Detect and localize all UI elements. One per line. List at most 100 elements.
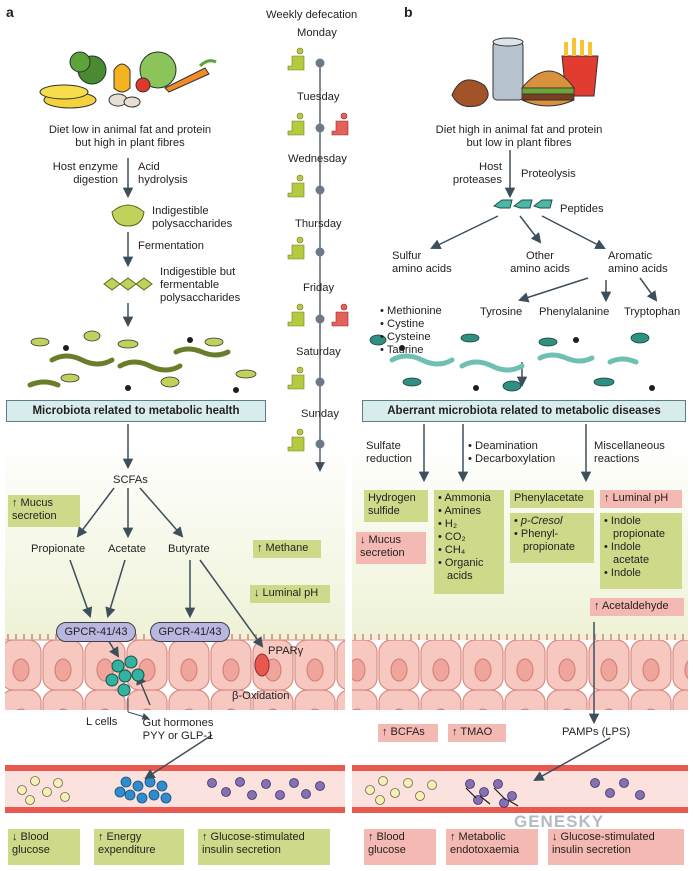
right-out2-line1: ↑ Metabolic <box>450 831 506 843</box>
phenylacetate-box: Phenylacetate <box>510 490 594 508</box>
organic-item: Organic <box>444 557 484 569</box>
deamination-label: • Deamination • Decarboxylation <box>468 440 556 465</box>
day-sunday: Sunday <box>301 408 339 420</box>
other-line1: Other <box>526 250 554 262</box>
cystine-item: Cystine <box>387 318 425 330</box>
arrows-right <box>418 150 658 782</box>
ammonia-item: Ammonia <box>444 492 491 504</box>
genesky-watermark-logo: GENESKY <box>514 812 605 831</box>
indole-item-1: Indole <box>610 515 641 527</box>
left-outcome-energy: ↑ Energy expenditure <box>94 829 184 865</box>
deamination-products-box: • Ammonia • Amines • H₂ • CO₂ • CH₄ • Or… <box>434 490 504 594</box>
decarboxylation-line: Decarboxylation <box>475 453 556 465</box>
panel-label-b: b <box>404 4 413 20</box>
banner-metabolic-health: Microbiota related to metabolic health <box>6 400 266 422</box>
microbiota-left <box>27 330 257 393</box>
proteolysis-label: Proteolysis <box>521 168 576 180</box>
fermentable-line1: Indigestible but <box>160 266 236 278</box>
left-out3-line1: ↑ Glucose-stimulated <box>202 831 305 843</box>
misc-line2: reactions <box>594 453 640 465</box>
left-outcome-blood-glucose: ↓ Blood glucose <box>8 829 80 865</box>
indole-box: • Indole propionate • Indole acetate • I… <box>600 513 682 589</box>
cresol-box: • p-Cresol • Phenyl- propionate <box>510 513 594 563</box>
cresol-item: p-Cresol <box>520 515 563 527</box>
aromatic-label: Aromatic amino acids <box>608 250 668 276</box>
sulfate-line1: Sulfate <box>366 440 401 452</box>
left-mucus-line2: secretion <box>12 510 57 522</box>
right-diet-line2: but low in plant fibres <box>466 137 572 149</box>
day-saturday: Saturday <box>296 346 341 358</box>
misc-line1: Miscellaneous <box>594 440 665 452</box>
propionate-label: Propionate <box>31 543 86 555</box>
peptide-shapes <box>492 199 553 209</box>
aromatic-line1: Aromatic <box>608 250 653 262</box>
day-tuesday: Tuesday <box>297 91 340 103</box>
indigestible-label: Indigestible polysaccharides <box>152 205 232 231</box>
day-thursday: Thursday <box>295 218 342 230</box>
left-outcome-insulin: ↑ Glucose-stimulated insulin secretion <box>198 829 330 865</box>
polysaccharide-shape <box>111 204 145 227</box>
right-outcome-insulin: ↓ Glucose-stimulated insulin secretion <box>548 829 684 865</box>
day-monday: Monday <box>297 27 337 39</box>
weekly-timeline <box>287 47 349 472</box>
left-luminal-ph-box: ↓ Luminal pH <box>250 585 330 603</box>
right-luminal-ph-box: ↑ Luminal pH <box>600 490 682 508</box>
gut-hormones-label: Gut hormones PYY or GLP-1 <box>128 717 228 743</box>
left-out1-line1: ↓ Blood <box>12 831 49 843</box>
right-diet-line1: Diet high in animal fat and protein <box>435 124 603 136</box>
left-diet: Diet low in animal fat and protein but h… <box>40 124 220 150</box>
butyrate-label: Butyrate <box>168 543 210 555</box>
indigestible-line1: Indigestible <box>152 205 209 217</box>
arrows-left <box>69 158 264 780</box>
acid-hydrolysis-label: Acid hydrolysis <box>138 161 188 187</box>
microbiota-right <box>369 332 655 392</box>
right-out3-line2: insulin secretion <box>552 844 631 856</box>
host-enzyme-label: Host enzyme digestion <box>52 161 118 187</box>
deamination-line: Deamination <box>475 440 538 452</box>
amines-item: Amines <box>444 505 481 517</box>
tyrosine-label: Tyrosine <box>480 306 523 318</box>
gpcr-pill-2: GPCR-41/43 <box>150 622 230 642</box>
glucose-particles-left <box>17 776 70 805</box>
aromatic-line2: amino acids <box>608 263 668 275</box>
h2s-box: Hydrogen sulfide <box>364 490 428 522</box>
right-out1-line1: ↑ Blood <box>368 831 405 843</box>
left-out2-line2: expenditure <box>98 844 156 856</box>
taurine-item: Taurine <box>386 344 424 356</box>
right-mucus-line1: ↓ Mucus <box>360 534 401 546</box>
fermentable-label: Indigestible but fermentable polysacchar… <box>160 266 240 305</box>
left-diet-line1: Diet low in animal fat and protein <box>48 124 212 136</box>
sulfate-line2: reduction <box>366 453 413 465</box>
lps-particles-right <box>465 779 519 808</box>
peptides-label: Peptides <box>560 203 604 215</box>
scfas-label: SCFAs <box>113 474 148 486</box>
ppar-receptor <box>254 653 270 677</box>
indole-item-3: Indole <box>610 567 641 579</box>
left-mucus-line1: ↑ Mucus <box>12 497 53 509</box>
right-diet: Diet high in animal fat and protein but … <box>424 124 614 150</box>
fermentation-label: Fermentation <box>138 240 204 252</box>
fermentable-line2: fermentable <box>160 279 220 291</box>
acid-hydrolysis-line1: Acid <box>138 161 160 173</box>
indole-item-2: Indole <box>610 541 641 553</box>
host-enzyme-line2: digestion <box>73 174 118 186</box>
vessel-left <box>5 765 345 813</box>
phenyl-item: Phenyl- <box>520 528 559 540</box>
right-mucus-line2: secretion <box>360 547 405 559</box>
misc-label: Miscellaneous reactions <box>594 440 665 466</box>
right-outcome-blood-glucose: ↑ Blood glucose <box>364 829 436 865</box>
tmao-box: ↑ TMAO <box>448 724 506 742</box>
acids-item: acids <box>447 570 473 582</box>
h2-item: H₂ <box>444 518 458 530</box>
lcells-arrow <box>127 698 148 718</box>
indole-item-2b: acetate <box>613 554 650 566</box>
ppar-label: PPARγ <box>268 645 304 657</box>
right-outcome-endotoxaemia: ↑ Metabolic endotoxaemia <box>446 829 538 865</box>
insulin-particles-left <box>207 777 325 800</box>
acetaldehyde-box: ↑ Acetaldehyde <box>590 598 684 616</box>
vessel-right <box>352 765 688 813</box>
other-line2: amino acids <box>510 263 570 275</box>
indigestible-line2: polysaccharides <box>152 218 233 230</box>
fermentable-shape <box>103 277 153 291</box>
acetate-label: Acetate <box>108 543 146 555</box>
